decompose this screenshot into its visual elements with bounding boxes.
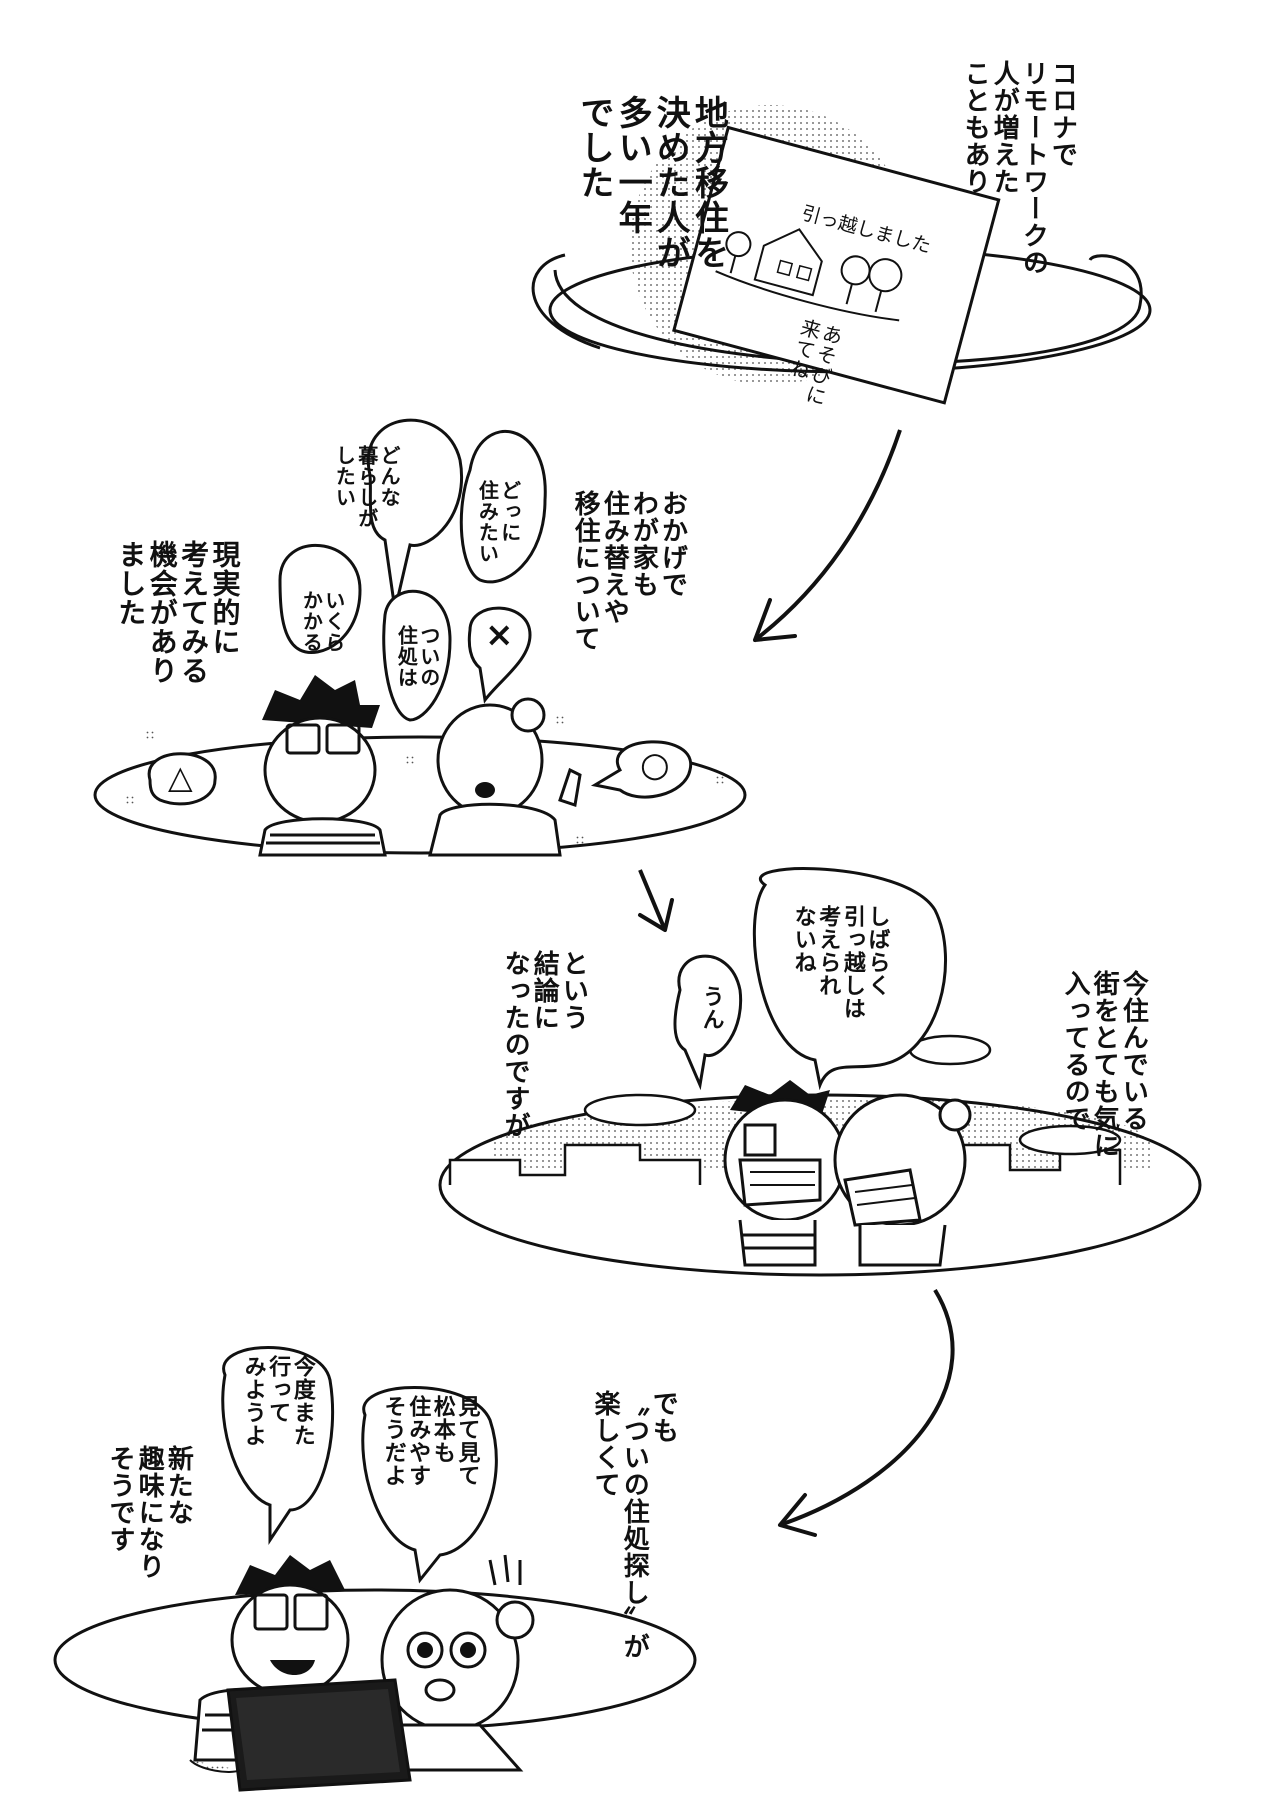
arrow-2 (638, 869, 674, 932)
triangle-bubble (147, 752, 217, 806)
thought-bubble-1 (366, 418, 463, 611)
narration-2a: おかげで わが家も 住み替えや 移住について (570, 490, 688, 652)
thought-bubble-4 (382, 589, 452, 722)
panel-2-art (93, 418, 747, 857)
mark-circle: ○ (640, 745, 670, 785)
character-woman-masked (833, 1093, 972, 1267)
panel-1-art (531, 105, 1152, 405)
narration-2b: 現実的に 考えてみる 機会があり ました (114, 540, 242, 685)
bubble-2-1: どんな 暮らしが したい (332, 445, 402, 529)
narration-3a: 今住んでいる 街をとても気に 入ってるので (1060, 970, 1149, 1159)
x-bubble (467, 606, 532, 704)
laptop (226, 1678, 412, 1792)
narration-4b: でも 〝ついの住処探し〟が 楽しくて (590, 1390, 679, 1660)
character-woman-surprised (380, 1554, 535, 1772)
speech-bubble-2 (673, 954, 743, 1091)
thought-bubble-3 (278, 544, 362, 654)
speech-bubble-1 (752, 867, 947, 1091)
narration-1a: コロナで リモートワークの 人が増えた こともあり (960, 60, 1078, 276)
speech-bubble-4 (361, 1386, 498, 1584)
bubble-4-1: 今度また 行って みようよ (240, 1355, 315, 1447)
thought-bubble-2 (459, 430, 547, 584)
postcard (672, 125, 1001, 405)
panel-3-art (438, 867, 1202, 1277)
bubble-2-3: いくら かかる (299, 590, 346, 653)
mark-x: × (485, 615, 514, 655)
circle-bubble (590, 740, 693, 799)
bubble-3-2: うん (698, 985, 724, 1031)
bubble-2-4: ついの 住処は (394, 625, 441, 688)
narration-1b: 地方移住を 決めた人が 多い一年 でした (574, 95, 729, 270)
character-man-thinking (258, 675, 387, 857)
mark-triangle: △ (168, 758, 193, 796)
narration-3b: という 結論に なったのですが (500, 950, 589, 1139)
speech-bubble-3 (221, 1346, 335, 1545)
panel-4-art (53, 1346, 697, 1792)
bubble-2-2: どっに 住みたい (475, 480, 522, 564)
arrow-1 (753, 429, 902, 642)
arrow-3 (778, 1288, 955, 1537)
character-man-masked (723, 1080, 847, 1267)
bubble-4-2: 見て見て 松本も 住みやす そうだよ (380, 1395, 480, 1487)
bubble-3-1: しばらく 引っ越しは 考えられ ないね (790, 905, 890, 1020)
character-woman-pointing (428, 697, 582, 857)
narration-4a: 新たな 趣味になり そうです (105, 1445, 194, 1580)
